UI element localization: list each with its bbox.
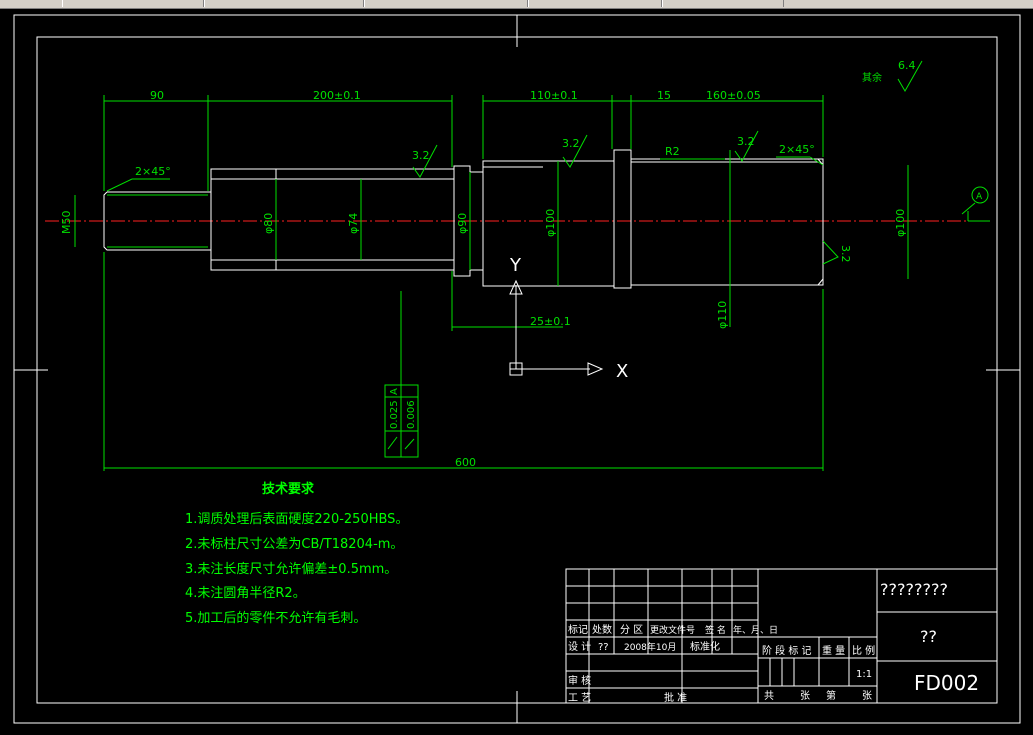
tb-header: 更改文件号 xyxy=(650,624,695,636)
dim-25: 25±0.1 xyxy=(530,315,571,328)
tb-weight: 重 量 xyxy=(822,644,845,657)
fillet-r2: R2 xyxy=(665,145,680,158)
toolbar-tab[interactable] xyxy=(528,0,662,7)
thread-m50: M50 xyxy=(60,211,73,235)
tb-design-label: 设 计 xyxy=(568,640,591,653)
toolbar-strip xyxy=(0,0,1033,9)
toolbar-tab[interactable] xyxy=(662,0,784,7)
tb-process: 工 艺 xyxy=(568,692,591,704)
title-block xyxy=(565,568,998,704)
tb-header: 分 区 xyxy=(620,624,643,636)
material: ?? xyxy=(920,627,937,646)
roughness-value: 3.2 xyxy=(562,137,580,150)
tb-date: 2008年10月 xyxy=(624,641,676,653)
dia-80: φ80 xyxy=(262,213,275,234)
dim-110: 110±0.1 xyxy=(530,89,578,102)
dia-90: φ90 xyxy=(456,213,469,234)
note-item: 1.调质处理后表面硬度220-250HBS。 xyxy=(185,511,408,527)
dia-110: φ110 xyxy=(716,301,729,329)
dim-160: 160±0.05 xyxy=(706,89,761,102)
tb-sheet-no: 张 xyxy=(862,690,872,702)
roughness-value: 3.2 xyxy=(412,149,430,162)
chamfer-left: 2×45° xyxy=(135,165,171,178)
datum-circle xyxy=(971,186,989,204)
toolbar-tab[interactable] xyxy=(204,0,364,7)
tb-scale-label: 比 例 xyxy=(852,644,875,657)
dia-100: φ100 xyxy=(544,209,557,237)
dimension-lines xyxy=(74,95,990,471)
tb-header: 签 名 xyxy=(705,624,726,636)
tb-scale: 1:1 xyxy=(856,669,872,680)
note-item: 2.未标柱尺寸公差为CB/T18204-m。 xyxy=(185,537,403,552)
toolbar-tab[interactable] xyxy=(62,0,204,7)
dim-200: 200±0.1 xyxy=(313,89,361,102)
toolbar-tab[interactable] xyxy=(364,0,528,7)
tb-header: 处数 xyxy=(592,623,612,636)
tolerance-value: 0.006 xyxy=(406,400,417,429)
roughness-value: 6.4 xyxy=(898,59,916,72)
tolerance-value: 0.025 xyxy=(389,400,400,429)
chamfer-right: 2×45° xyxy=(779,143,815,156)
note-item: 5.加工后的零件不允许有毛刺。 xyxy=(185,610,366,626)
tb-header: 标记 xyxy=(568,624,588,636)
tb-header: 年、月、日 xyxy=(733,624,778,636)
drawing-code: FD002 xyxy=(914,671,979,695)
tb-sheet-no: 第 xyxy=(826,689,836,702)
dim-600: 600 xyxy=(455,456,476,469)
roughness-value: 3.2 xyxy=(839,245,852,263)
tb-std: 标准化 xyxy=(690,640,720,653)
tb-sheets: 共 xyxy=(764,690,774,702)
note-item: 3.未注长度尺寸允许偏差±0.5mm。 xyxy=(185,561,397,577)
datum-label: A xyxy=(976,192,983,202)
tolerance-datum: A xyxy=(389,388,400,395)
tb-review: 审 核 xyxy=(568,674,591,687)
roughness-symbols xyxy=(412,60,923,265)
dia-100: φ100 xyxy=(894,209,907,237)
ucs-y-label: Y xyxy=(509,255,522,276)
drawing-canvas[interactable]: 90 200±0.1 110±0.1 15 160±0.05 25±0.1 60… xyxy=(0,9,1033,731)
part-name: ???????? xyxy=(880,580,948,599)
notes-heading: 技术要求 xyxy=(262,481,315,497)
dia-74: φ74 xyxy=(347,213,360,234)
roughness-rest-label: 其余 xyxy=(862,71,882,84)
ucs-x-label: X xyxy=(616,361,628,382)
tb-designer: ?? xyxy=(598,642,609,653)
roughness-value: 3.2 xyxy=(737,135,755,148)
ucs-icon xyxy=(509,279,604,376)
tolerance-frame xyxy=(384,384,419,458)
tb-approve: 批 准 xyxy=(664,691,687,704)
tb-stage: 阶 段 标 记 xyxy=(762,644,812,657)
dim-15: 15 xyxy=(657,89,671,102)
inner-frame xyxy=(36,36,998,704)
tb-sheets: 张 xyxy=(800,690,810,702)
dim-90: 90 xyxy=(150,89,164,102)
note-item: 4.未注圆角半径R2。 xyxy=(185,586,306,601)
